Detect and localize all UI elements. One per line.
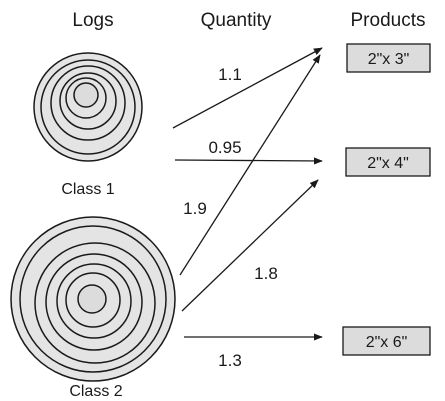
flow-arrow-class2-2x3 [179, 54, 321, 276]
product-box-2x4: 2"x 4" [345, 147, 431, 177]
flow-arrow-class1-2x3 [172, 47, 323, 129]
product-box-2x6: 2"x 6" [342, 326, 431, 356]
product-label-2x6: 2"x 6" [366, 334, 408, 351]
quantity-label-class1-2x4: 0.95 [208, 138, 241, 157]
product-label-2x4: 2"x 4" [367, 155, 409, 172]
quantity-label-class2-2x4: 1.8 [254, 264, 278, 283]
header-logs: Logs [72, 10, 113, 31]
quantity-label-class2-2x3: 1.9 [183, 199, 207, 218]
log-class-1-icon [33, 52, 143, 162]
log-class-1-label: Class 1 [61, 181, 114, 198]
quantity-label-class1-2x3: 1.1 [218, 65, 242, 84]
product-box-2x3: 2"x 3" [346, 43, 431, 73]
product-label-2x3: 2"x 3" [368, 51, 410, 68]
quantity-label-class2-2x6: 1.3 [218, 351, 242, 370]
flow-arrow-class1-2x4 [174, 157, 323, 165]
log-class-2-label: Class 2 [69, 383, 122, 400]
header-quantity: Quantity [201, 10, 272, 31]
header-products: Products [351, 10, 426, 31]
flow-arrow-class2-2x4 [181, 179, 319, 312]
log-class-2-icon [10, 216, 176, 382]
